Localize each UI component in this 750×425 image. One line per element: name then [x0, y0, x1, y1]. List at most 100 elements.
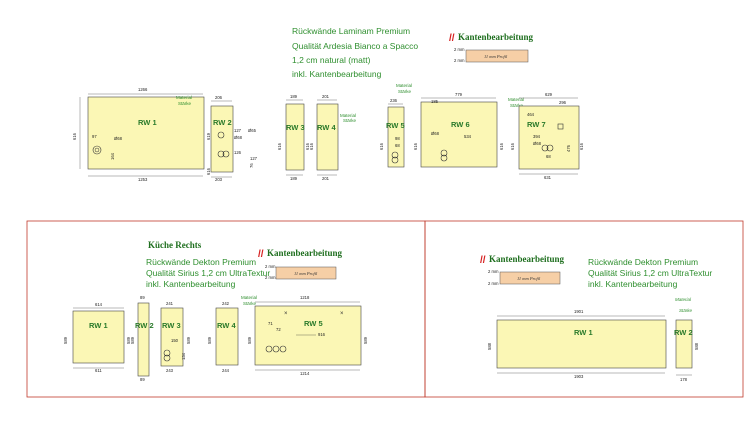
rw6-top-height-left: 616 [413, 142, 418, 150]
rw2-top-d1: 127 [234, 128, 242, 133]
cutout-icon [217, 150, 225, 158]
kr-rw4-label: RW 4 [217, 321, 236, 330]
rw6-top-width: 779 [455, 92, 463, 97]
profile-label: 11 mm Profil [484, 54, 508, 59]
ms6-line1: Material [675, 297, 692, 302]
rw2-top-height-left: 616 [206, 167, 211, 175]
panel-kr-rw5: 1218 RW 5 589 589 71 72 916 × × 1214 [247, 295, 368, 376]
profile-swatch [499, 271, 561, 285]
rs-rw1-panel [496, 319, 667, 369]
rs-material: Rückwände Dekton Premium [588, 257, 698, 267]
rw1-top-d2: Ø68 [114, 136, 123, 141]
rw3-top-width-bottom: 189 [290, 176, 298, 181]
kr-rw2-width: 89 [140, 295, 145, 300]
red-slash-icon: // [449, 33, 455, 44]
kr-rw5-label: RW 5 [304, 319, 323, 328]
kr-rw4-width-bottom: 244 [222, 368, 230, 373]
rw6-top-height-right: 616 [499, 142, 504, 150]
rw7-top-d3: 394 [533, 134, 541, 139]
rw3-top-panel [285, 103, 305, 171]
kr-rw1-width: 614 [95, 302, 103, 307]
rw7-top-height-left: 616 [510, 142, 515, 150]
rw3-top-height-right: 616 [305, 142, 310, 150]
kr-rw4-height-left: 589 [207, 336, 212, 344]
rw2-top-panel [210, 105, 234, 173]
kr-rw3-d1: 150 [171, 338, 179, 343]
panel-rs-rw1: 1901 RW 1 588 1903 [487, 309, 667, 379]
kr-title: Küche Rechts [148, 240, 202, 250]
kanten-2mm-top: 2 mm [454, 47, 465, 52]
rs-kanten-2mm-top: 2 mm [488, 269, 499, 274]
cross-mark-icon: × [284, 311, 288, 317]
ms3-line1: Material [396, 83, 412, 88]
kr-rw5-d2: 72 [276, 327, 281, 332]
kr-kanten-2mm-top: 2 mm [265, 264, 276, 269]
kanten-2mm-bottom: 2 mm [454, 58, 465, 63]
rw1-top-label: RW 1 [138, 118, 157, 127]
kr-rw3-panel [160, 307, 184, 367]
header-material: Rückwände Laminam Premium [292, 26, 410, 36]
kr-rw3-width-bottom: 243 [166, 368, 174, 373]
ms5-line2: Stärke [243, 301, 257, 306]
cutout-icon [217, 131, 225, 139]
kr-rw1-label: RW 1 [89, 321, 108, 330]
rs-rw1-width-bottom: 1903 [574, 374, 584, 379]
rw5-top-height-left: 616 [379, 142, 384, 150]
rw1-top-panel [87, 96, 205, 170]
rw4-top-label: RW 4 [317, 123, 336, 132]
kr-rw5-height-right: 589 [363, 336, 368, 344]
panel-rw1-top: 1266 RW 1 616 619 97 Ø68 164 1253 [72, 87, 211, 182]
rw2-top-d3: Ø65 [248, 128, 257, 133]
rw1-top-d3: 164 [110, 152, 115, 160]
rs-kanten-title: Kantenbearbeitung [489, 254, 565, 264]
ms2-line1: Material [340, 113, 356, 118]
kr-rw2-panel [137, 302, 150, 377]
kr-rw1-panel [72, 310, 125, 364]
rs-rw2-label: RW 2 [674, 328, 693, 337]
rw2-top-width-bottom: 203 [215, 177, 223, 182]
ms1-line2: Stärke [178, 101, 192, 106]
rw2-top-label: RW 2 [213, 118, 232, 127]
rs-rw2-height-right: 588 [694, 342, 699, 350]
rw2-top-d6: 76 [249, 163, 254, 168]
header-block: Rückwände Laminam Premium Qualität Ardes… [292, 26, 418, 79]
rw6-top-d2: 534 [464, 134, 472, 139]
cutout-icon [541, 144, 549, 152]
panel-rw4-top: 201 RW 4 616 Material Stärke 201 [309, 94, 357, 181]
kr-rw5-panel [254, 305, 362, 366]
panel-rw6-top: 779 RW 6 616 616 185 534 Ø68 Material St… [413, 92, 524, 168]
kr-rw3-width: 241 [166, 301, 174, 306]
rs-rw1-height-left: 588 [487, 342, 492, 350]
ms6-line2: Stärke [679, 308, 693, 313]
cutout-icon [440, 149, 448, 157]
kr-rw3-height-right: 589 [186, 336, 191, 344]
rw4-top-height-left: 616 [309, 142, 314, 150]
rw7-top-d2: 296 [559, 100, 567, 105]
kr-kanten-title: Kantenbearbeitung [267, 248, 343, 258]
rw1-top-width-bottom: 1253 [138, 177, 148, 182]
right-section-header: Rückwände Dekton Premium Qualität Sirius… [588, 257, 712, 289]
rs-rw2-panel [675, 319, 693, 369]
kr-rw4-width: 242 [222, 301, 230, 306]
ms5-line1: Material [241, 295, 257, 300]
rw7-top-d1: 464 [527, 112, 535, 117]
rw1-top-height-right: 619 [206, 132, 211, 140]
ms4-line1: Material [508, 97, 524, 102]
rw5-top-d1: 98 [395, 136, 400, 141]
cutout-icon [391, 151, 399, 159]
rw5-top-width: 236 [390, 98, 398, 103]
panel-rw5-top: Material Stärke 236 RW 5 616 98 68 [379, 83, 412, 168]
kr-rw4-panel [215, 307, 239, 366]
kr-rw2-width-bottom: 89 [140, 377, 145, 382]
kr-rw5-width: 1218 [300, 295, 310, 300]
kr-rw2-height-left: 589 [130, 336, 135, 344]
kr-rw5-height-left: 589 [247, 336, 252, 344]
right-section-frame [424, 220, 744, 398]
rw3-top-width: 189 [290, 94, 298, 99]
header-thickness: 1,2 cm natural (matt) [292, 55, 371, 65]
rw4-top-width: 201 [322, 94, 330, 99]
red-slash-icon: // [480, 255, 486, 266]
kr-rw1-height-right: 589 [126, 336, 131, 344]
panel-rw7-top: 629 RW 7 616 616 464 296 394 Ø68 68 476 … [510, 92, 584, 180]
